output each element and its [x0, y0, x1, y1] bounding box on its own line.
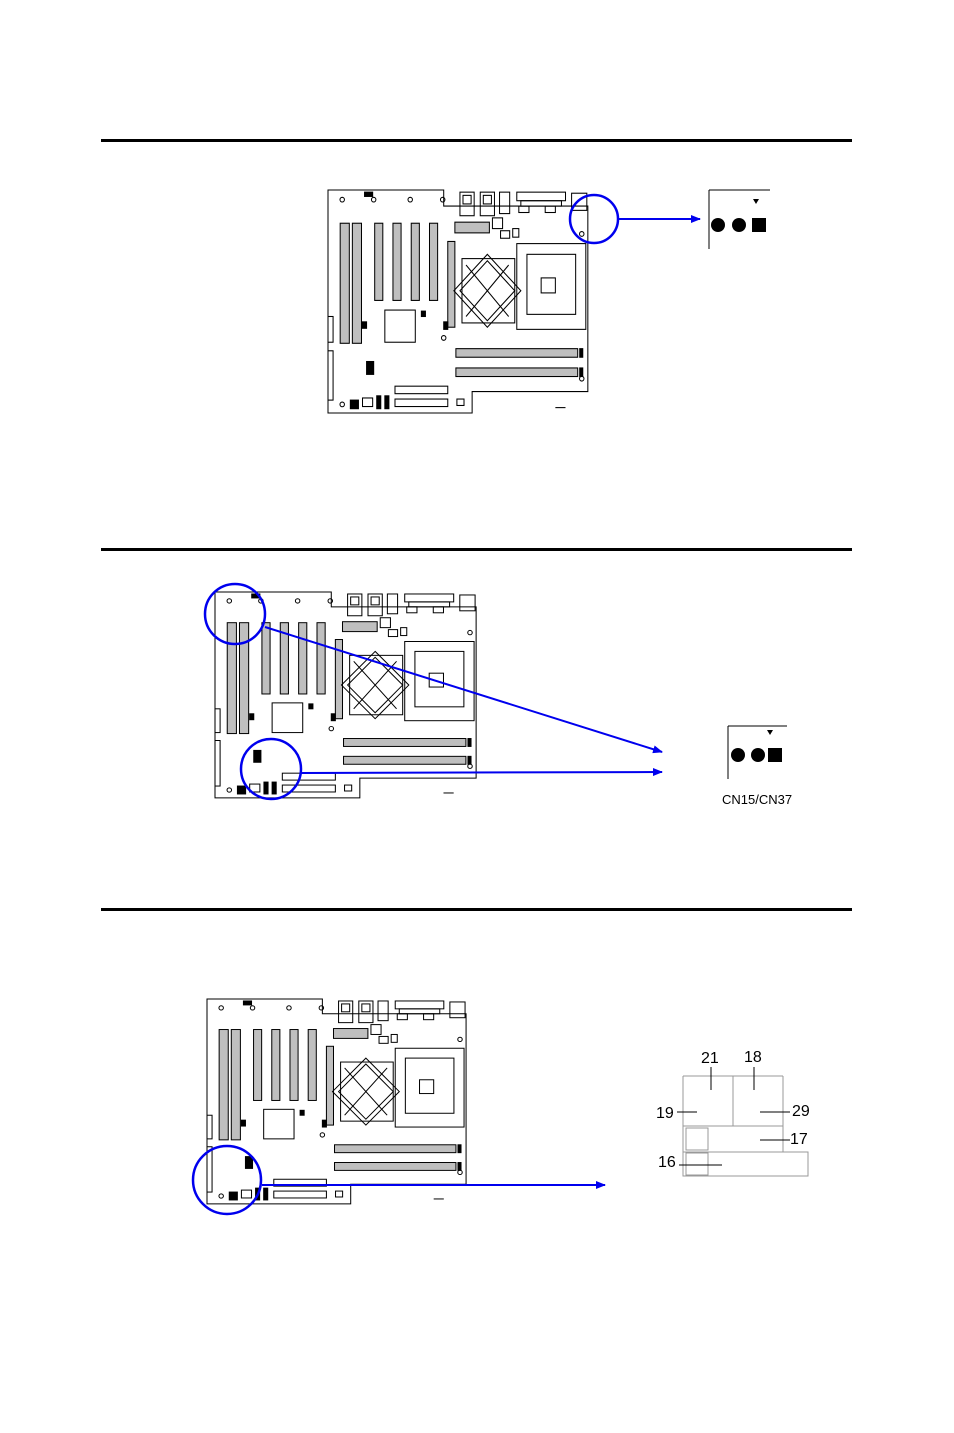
jumper-diagram-1 — [709, 190, 770, 249]
callout-circle-1 — [570, 195, 618, 243]
pin-label-16: 16 — [658, 1154, 676, 1172]
board-diagram-1 — [328, 190, 588, 413]
jumper-diagram-2 — [728, 726, 787, 779]
jumper-pin-3 — [768, 748, 782, 762]
jumper-caption: CN15/CN37 — [722, 792, 792, 807]
jumper-pin-2 — [751, 748, 765, 762]
pin-label-29: 29 — [792, 1103, 810, 1121]
jumper-pin-1 — [711, 218, 725, 232]
pin-label-21: 21 — [701, 1050, 719, 1068]
connector-pinout-diagram — [683, 1076, 808, 1176]
jumper-pin-3 — [752, 218, 766, 232]
pin-label-17: 17 — [790, 1131, 808, 1149]
jumper-pin-1 — [731, 748, 745, 762]
board-diagram-2 — [215, 592, 476, 798]
pin-label-19: 19 — [656, 1105, 674, 1123]
callout-arrow-2b — [300, 772, 662, 773]
callout-circle-2b — [241, 739, 301, 799]
pin-label-18: 18 — [744, 1049, 762, 1067]
jumper-pin-2 — [732, 218, 746, 232]
board-diagram-3 — [207, 999, 466, 1204]
